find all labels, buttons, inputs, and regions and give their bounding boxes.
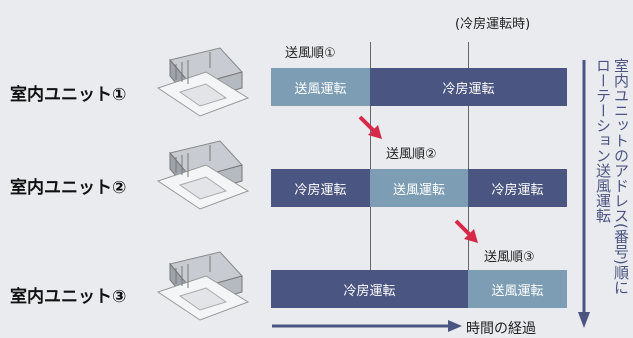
- fan-order-3-label: 送風順③: [484, 250, 535, 265]
- indoor-unit-2-label: 室内ユニット②: [10, 178, 127, 198]
- row1-cooling-bar: 冷房運転: [370, 68, 567, 106]
- bar-label: 冷房運転: [442, 81, 495, 97]
- row3-cooling-bar: 冷房運転: [271, 270, 468, 308]
- row3-fan-bar: 送風運転: [468, 270, 567, 308]
- indoor-unit-3-label: 室内ユニット③: [10, 287, 127, 307]
- fan-order-1-label: 送風順①: [285, 46, 336, 61]
- indoor-unit-3-icon: [156, 251, 250, 321]
- transition-arrow-2-icon: [454, 219, 478, 243]
- row2-cooling-bar-1: 冷房運転: [271, 169, 370, 207]
- time-elapsed-label: 時間の経過: [466, 321, 536, 337]
- row1-fan-bar: 送風運転: [271, 68, 370, 106]
- indoor-unit-1-icon: [156, 47, 250, 117]
- transition-arrow-1-icon: [358, 115, 382, 139]
- indoor-unit-2-icon: [156, 140, 250, 210]
- bar-label: 冷房運転: [343, 283, 396, 299]
- fan-order-2-label: 送風順②: [386, 147, 437, 162]
- down-arrow-icon: [578, 60, 590, 328]
- operation-mode-note: (冷房運転時): [455, 17, 531, 32]
- bar-label: 冷房運転: [294, 182, 347, 198]
- bar-label: 送風運転: [294, 81, 347, 97]
- indoor-unit-1-label: 室内ユニット①: [10, 85, 127, 105]
- rotation-fan-label: ローテーション送風運転: [594, 58, 612, 223]
- row2-fan-bar: 送風運転: [370, 169, 468, 207]
- bar-label: 送風運転: [392, 182, 445, 198]
- bar-label: 送風運転: [491, 283, 544, 299]
- row2-cooling-bar-2: 冷房運転: [468, 169, 567, 207]
- address-order-label: 室内ユニットのアドレス(番号)順に: [612, 58, 630, 295]
- time-arrow-icon: [272, 320, 462, 332]
- bar-label: 冷房運転: [491, 182, 544, 198]
